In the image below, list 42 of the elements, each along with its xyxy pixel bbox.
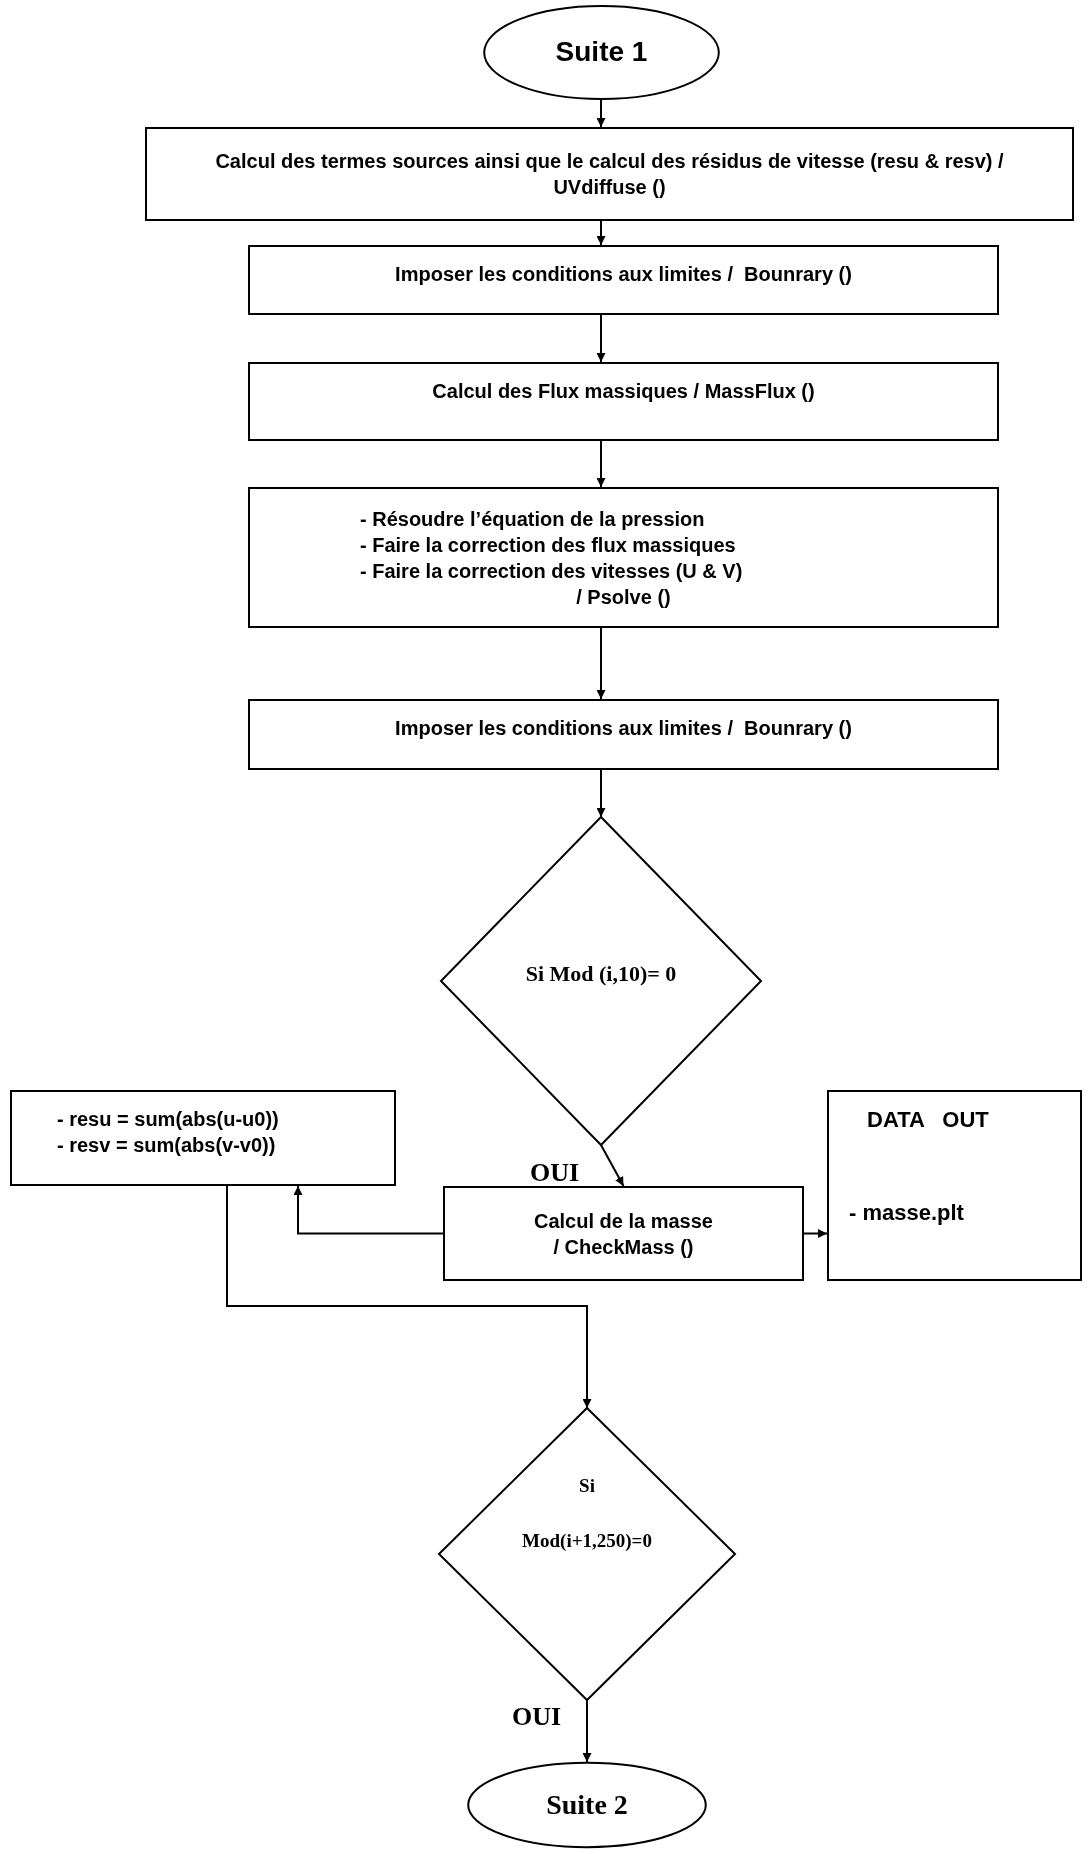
arrow — [596, 440, 606, 488]
process-box — [827, 1090, 1082, 1281]
process-box — [248, 699, 999, 770]
node-text: Si Mod (i,10)= 0 — [524, 960, 678, 988]
arrow — [293, 1185, 444, 1235]
node-text: - Résoudre l’équation de la pression — [359, 506, 706, 532]
process-box — [145, 127, 1074, 221]
node-text: - Faire la correction des vitesses (U & V) — [359, 558, 744, 584]
node-text: Imposer les conditions aux limites / Bounrary () — [394, 262, 853, 287]
process-box — [248, 487, 999, 628]
terminal-ellipse — [467, 1762, 707, 1848]
node-text: - masse.plt — [848, 1198, 965, 1227]
node-text: Calcul des termes sources ainsi que le calcul des résidus de vitesse (resu & resv) / UVdiffuse () — [214, 149, 1005, 200]
arrow — [226, 1185, 592, 1409]
arrow — [596, 314, 606, 363]
node-text: - resu = sum(abs(u-u0)) — [56, 1107, 280, 1132]
node-text: Suite 1 — [554, 35, 649, 70]
arrow — [596, 99, 606, 128]
arrow — [596, 220, 606, 246]
process-box — [443, 1186, 804, 1281]
arrow — [803, 1229, 828, 1238]
process-box — [10, 1090, 396, 1186]
terminal-ellipse — [483, 5, 720, 100]
arrow — [596, 769, 606, 818]
node-text: / CheckMass () — [552, 1234, 695, 1260]
node-text: Calcul des Flux massiques / MassFlux () — [431, 379, 816, 404]
node-text: - Faire la correction des flux massiques — [359, 532, 737, 558]
arrow — [596, 627, 606, 700]
node-text: Mod(i+1,250)=0 — [521, 1528, 653, 1553]
decision-diamond — [441, 817, 761, 1145]
process-box — [248, 362, 999, 441]
node-text: Imposer les conditions aux limites / Bounrary () — [394, 716, 853, 741]
node-text: / Psolve () — [575, 584, 672, 610]
node-text: - resv = sum(abs(v-v0)) — [56, 1133, 277, 1158]
decision-diamond — [439, 1408, 735, 1700]
arrow — [582, 1699, 592, 1763]
arrow — [600, 1144, 625, 1187]
node-text: DATA OUT — [866, 1106, 990, 1134]
node-text: Suite 2 — [545, 1787, 629, 1822]
node-text: Si — [578, 1474, 596, 1498]
node-text: Calcul de la masse — [533, 1208, 714, 1234]
process-box — [248, 245, 999, 315]
